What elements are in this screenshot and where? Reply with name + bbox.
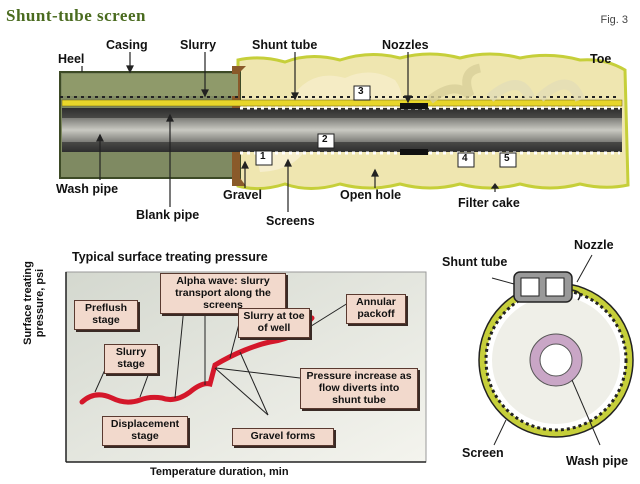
label-casing: Casing: [106, 38, 148, 52]
label-cs-wash-pipe: Wash pipe: [566, 454, 629, 468]
label-screens: Screens: [266, 214, 315, 228]
label-open-hole: Open hole: [340, 188, 402, 202]
label-heel: Heel: [58, 52, 85, 66]
label-shunt-tube: Shunt tube: [252, 38, 318, 52]
label-wash-pipe: Wash pipe: [56, 182, 119, 196]
label-toe: Toe: [590, 52, 612, 66]
stage-5: 5: [504, 153, 510, 164]
label-cs-shunt-tube: Shunt tube: [442, 255, 508, 269]
label-filter-cake: Filter cake: [458, 196, 520, 210]
nozzle: [400, 103, 428, 109]
shunt-tube: [61, 99, 623, 107]
label-nozzles: Nozzles: [382, 38, 429, 52]
annotation-slurry-stage: Slurry stage: [104, 344, 158, 374]
pressure-curve: [79, 315, 315, 405]
chart-xlabel: Temperature duration, min: [150, 466, 289, 478]
chart-title: Typical surface treating pressure: [72, 250, 268, 264]
annotation-displacement: Displacement stage: [102, 416, 188, 446]
label-gravel: Gravel: [223, 188, 262, 202]
stage-2: 2: [322, 134, 328, 145]
label-cs-screen: Screen: [462, 446, 504, 460]
figure-title: Shunt-tube screen: [6, 6, 146, 25]
figure-number: Fig. 3: [600, 14, 628, 26]
annotation-slurry-at-toe: Slurry at toe of well: [238, 308, 310, 338]
label-blank-pipe: Blank pipe: [136, 208, 200, 222]
stage-4: 4: [462, 153, 468, 164]
annotation-annular-packoff: Annular packoff: [346, 294, 406, 324]
annotation-pressure-increase: Pressure increase as flow diverts into s…: [300, 368, 418, 410]
stage-3: 3: [358, 86, 364, 97]
nozzle: [400, 149, 428, 155]
chart-ylabel: Surface treating pressure, psi: [22, 261, 46, 345]
annotation-gravel-forms: Gravel forms: [232, 428, 334, 446]
label-slurry: Slurry: [180, 38, 217, 52]
wash-pipe: [62, 118, 622, 142]
annotation-preflush: Preflush stage: [74, 300, 138, 330]
label-cs-nozzle: Nozzle: [574, 238, 614, 252]
stage-1: 1: [260, 151, 266, 162]
annotation-alpha-wave: Alpha wave: slurry transport along the s…: [160, 273, 286, 315]
